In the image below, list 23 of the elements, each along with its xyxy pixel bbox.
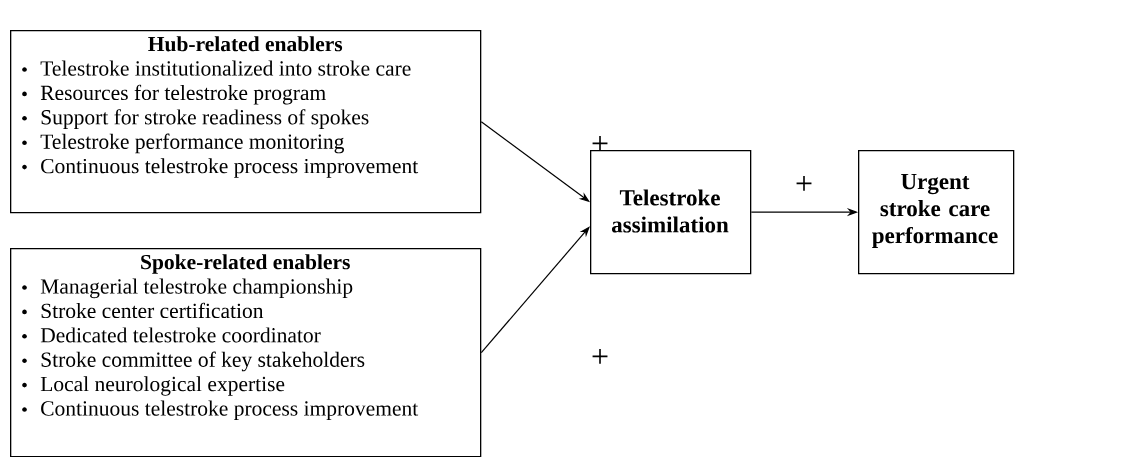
concept-box — [590, 150, 752, 275]
node-label: Telestroke institutionalized into stroke care — [40, 60, 411, 76]
node-label: Resources for telestroke program — [40, 84, 326, 105]
node-label: Hub-related enablers — [148, 36, 343, 52]
node-label: Stroke committee of key stakeholders — [41, 351, 365, 372]
node-label: Urgent stroke care performance — [872, 174, 998, 248]
enabler-list-box — [10, 248, 482, 457]
node-label: Telestroke assimilation — [611, 189, 729, 233]
node-label: Dedicated telestroke coordinator — [40, 327, 321, 343]
node-label: Local neurological expertise — [40, 376, 285, 396]
node-label: Continuous telestroke process improvement — [41, 158, 419, 178]
node-label: Spoke-related enablers — [141, 254, 350, 274]
enabler-list-box — [10, 30, 482, 214]
arrow — [480, 226, 590, 354]
edge-label: + — [592, 135, 608, 151]
concept-box — [858, 150, 1015, 275]
edge-label: + — [796, 175, 812, 191]
node-label: Stroke center certification — [41, 302, 264, 319]
node-label: Continuous telestroke process improvement — [41, 400, 419, 421]
node-label: Support for stroke readiness of spokes — [41, 109, 369, 129]
node-label: Managerial telestroke championship — [40, 278, 353, 299]
node-label: Telestroke performance monitoring — [40, 133, 344, 154]
edge-label: + — [592, 348, 608, 364]
